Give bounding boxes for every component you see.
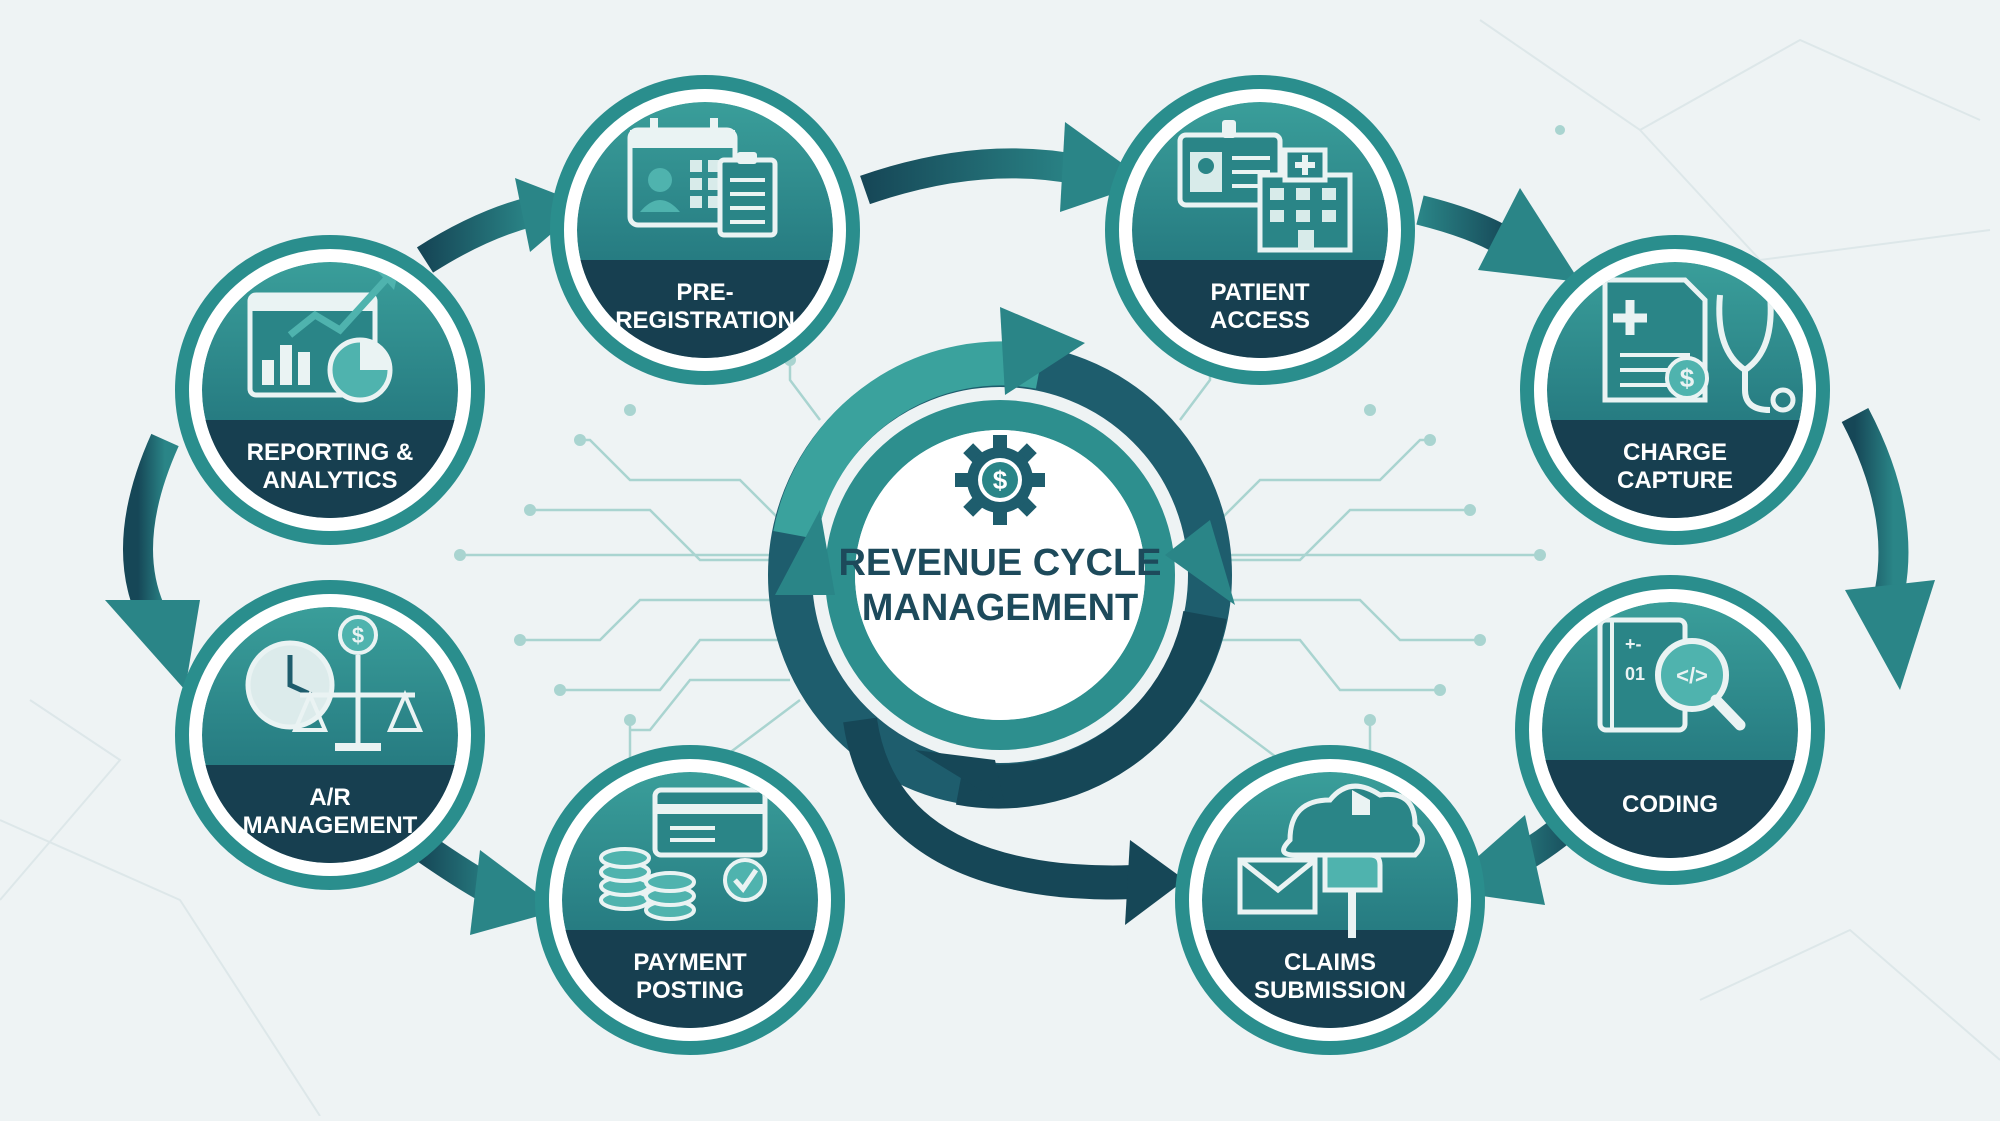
stage-label-line2: MANAGEMENT [243,812,418,839]
svg-text:$: $ [352,623,364,648]
stage-label-line2: ANALYTICS [262,467,397,494]
arrow-reporting-to-preregistration [416,178,585,273]
dashboard-chart-icon [247,265,400,403]
medical-bill-stethoscope-icon: $ [1602,277,1796,413]
dollar-glyph: $ [993,465,1008,495]
arrow-preregistration-to-patientaccess [860,122,1148,212]
svg-text:$: $ [1680,363,1695,393]
stage-label-line1: REPORTING & [247,439,414,466]
svg-text:01: 01 [1625,664,1645,684]
stage-label-line1: PATIENT [1210,279,1309,306]
arrow-patientaccess-to-chargecapture [1416,188,1580,282]
stage-label-line2: CAPTURE [1617,467,1733,494]
stage-label-line2: SUBMISSION [1254,977,1406,1004]
stage-label-line1: CLAIMS [1284,949,1376,976]
code-book-magnifier-icon: +- 01 </> [1597,617,1746,733]
stage-label-line2: POSTING [636,977,744,1004]
stage-label-line2: REGISTRATION [615,307,795,334]
stage-reporting-analytics: REPORTING &ANALYTICS [175,235,485,545]
svg-text:</>: </> [1676,663,1708,688]
id-card-hospital-icon [1177,120,1353,253]
mail-cloud-icon [1237,783,1425,938]
stage-coding: +- 01 </> CODING [1515,575,1825,885]
stage-label-line1: CHARGE [1623,439,1727,466]
coins-card-check-icon [599,787,768,921]
background-lines [0,19,2000,1117]
stage-label-line1: CODING [1622,791,1718,818]
stage-label-line1: PAYMENT [633,949,747,976]
stage-label-line1: PRE- [676,279,733,306]
svg-text:+-: +- [1625,634,1642,654]
circuit-lines [460,360,1540,762]
stage-pre-registration: PRE-REGISTRATION [550,75,860,385]
stage-label-line2: ACCESS [1210,307,1310,334]
center-title-line1: REVENUE CYCLE [838,542,1161,584]
gear-dollar-icon: $ [955,435,1045,525]
calendar-clipboard-icon [627,118,778,238]
arrow-chargecapture-to-coding [1841,408,1935,690]
clock-scale-dollar-icon: $ [245,615,424,751]
stage-label-line1: A/R [309,784,350,811]
center-title-line2: MANAGEMENT [862,587,1139,629]
arrow-reporting-to-ar [105,433,200,690]
